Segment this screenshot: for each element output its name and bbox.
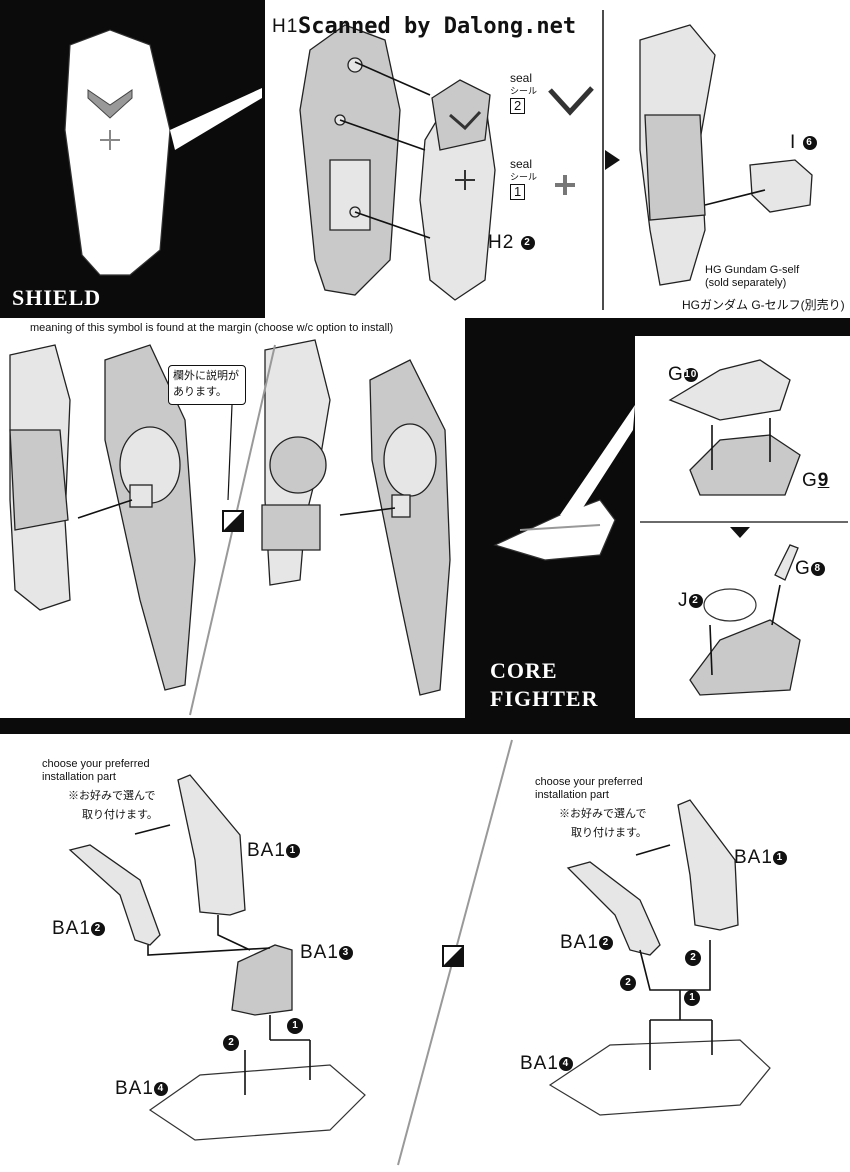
shield-title: SHIELD <box>12 285 102 310</box>
option-symbol-icon <box>442 945 464 967</box>
seal-label-2: seal シール 2 <box>510 72 537 114</box>
stand-left-note: choose your preferred installation part … <box>42 758 158 822</box>
part-number-badge: 2 <box>520 235 535 250</box>
part-code: J <box>678 590 689 611</box>
option-callout: 欄外に説明が あります。 <box>168 365 246 405</box>
stand-right-note: choose your preferred installation part … <box>535 776 647 840</box>
shield-illustration <box>64 29 262 276</box>
part-label-h1: H1 <box>272 16 299 37</box>
step-badge-2: 2 <box>685 950 701 966</box>
seal-kana: シール <box>510 172 538 182</box>
gself-note-en-1: HG Gundam G-self <box>705 264 800 276</box>
step-badge-1: 1 <box>287 1018 303 1034</box>
part-label-g10: G10 <box>668 364 698 386</box>
gself-note: HG Gundam G-self (sold separately) <box>705 264 799 290</box>
part-number-badge: 10 <box>683 367 698 382</box>
part-number-badge: 8 <box>810 561 825 576</box>
part-code: H2 <box>488 232 515 253</box>
callout-line-1: 欄外に説明が <box>173 370 239 382</box>
scanner-watermark: Scanned by Dalong.net <box>298 14 577 39</box>
part-code: BA1 <box>247 840 286 861</box>
stand-right-artwork <box>548 799 771 1116</box>
step-badge-2: 2 <box>223 1035 239 1051</box>
part-number-badge: 1 <box>285 843 300 858</box>
part-number-badge: 2 <box>598 935 613 950</box>
shield-assembly-step <box>299 24 594 301</box>
note-jp-2: 取り付けます。 <box>571 827 647 839</box>
stand-left-artwork <box>68 774 366 1141</box>
part-code: BA1 <box>734 847 773 868</box>
core-fighter-title-line2: FIGHTER <box>490 686 599 711</box>
seal-label-1: seal シール 1 <box>510 158 537 200</box>
part-code: BA1 <box>52 918 91 939</box>
seal-text: seal <box>510 157 533 171</box>
middle-dark-band <box>0 718 850 734</box>
core-fighter-right-bg <box>635 318 850 336</box>
part-code: G <box>795 558 811 579</box>
part-number-badge: 1 <box>772 850 787 865</box>
note-jp-2: 取り付けます。 <box>82 809 158 821</box>
note-jp-1: ※お好みで選んで <box>68 790 156 802</box>
core-fighter-title-line1: CORE <box>490 658 558 683</box>
note-en-2: installation part <box>535 789 609 801</box>
callout-line-2: あります。 <box>173 386 227 398</box>
part-code: BA1 <box>300 942 339 963</box>
note-en-1: choose your preferred <box>535 776 643 788</box>
part-number-badge: 4 <box>153 1081 168 1096</box>
part-label-h2: H2 2 <box>488 232 535 254</box>
part-number-badge: 6 <box>802 135 817 150</box>
seal-number: 1 <box>510 184 526 200</box>
part-number-badge: 3 <box>338 945 353 960</box>
core-fighter-title: CORE FIGHTER <box>490 657 598 713</box>
part-code: BA1 <box>520 1053 559 1074</box>
seal-text: seal <box>510 71 533 85</box>
note-en-1: choose your preferred <box>42 758 150 770</box>
part-number-badge: 4 <box>558 1056 573 1071</box>
part-code: G <box>668 364 684 385</box>
part-code: G <box>802 470 818 491</box>
gself-arm-illustration <box>639 24 813 286</box>
part-label-i6: I 6 <box>790 132 817 154</box>
option-symbol-meaning: meaning of this symbol is found at the m… <box>30 322 394 334</box>
shield-mount-options <box>9 339 451 716</box>
part-code: I <box>790 132 797 153</box>
part-number: 9 <box>817 470 830 491</box>
seal-kana: シール <box>510 86 538 96</box>
option-symbol-icon <box>222 510 244 532</box>
part-code: BA1 <box>115 1078 154 1099</box>
note-en-2: installation part <box>42 771 116 783</box>
gself-note-en-2: (sold separately) <box>705 277 787 289</box>
part-number-badge: 2 <box>90 921 105 936</box>
step-badge-2: 2 <box>620 975 636 991</box>
part-label-g9: G9 <box>802 470 829 492</box>
gself-note-jp: HGガンダム G-セルフ(別売り) <box>682 298 845 312</box>
part-code: BA1 <box>560 932 599 953</box>
note-jp-1: ※お好みで選んで <box>559 808 647 820</box>
seal-number: 2 <box>510 98 526 114</box>
part-number-badge: 2 <box>688 593 703 608</box>
step-badge-1: 1 <box>684 990 700 1006</box>
core-fighter-panel-artwork <box>493 359 848 696</box>
